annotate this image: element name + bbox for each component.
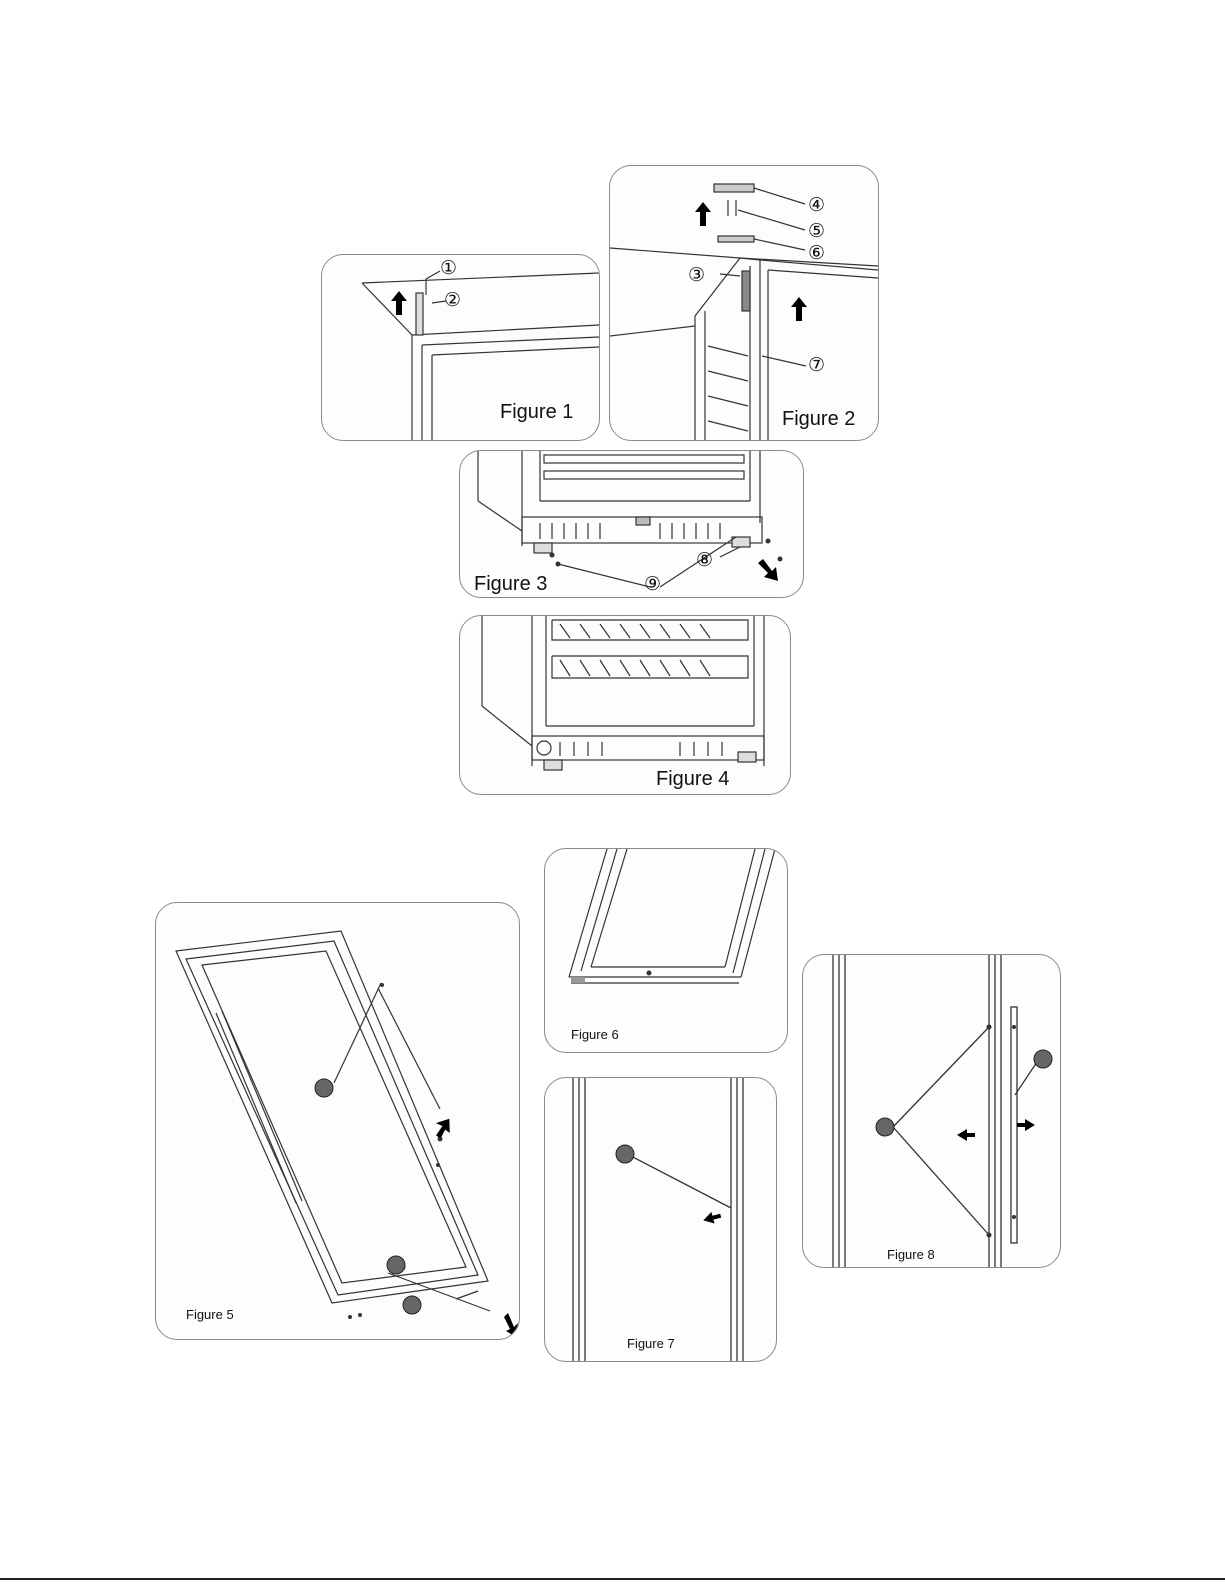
figure-5-panel: Figure 5 <box>155 902 520 1340</box>
figure-8-drawing <box>803 955 1060 1267</box>
figure-5-drawing <box>156 903 519 1339</box>
callout-4: ④ <box>808 194 825 217</box>
callout-9: ⑨ <box>644 573 661 596</box>
figure-8-caption: Figure 8 <box>887 1247 935 1262</box>
callout-2: ② <box>444 289 461 312</box>
figure-4-caption: Figure 4 <box>656 768 729 791</box>
page-bottom-rule <box>0 1578 1225 1580</box>
callout-8: ⑧ <box>696 549 713 572</box>
figure-7-drawing <box>545 1078 776 1361</box>
figure-3-panel: ⑧ ⑨ Figure 3 <box>459 450 804 598</box>
figure-8-panel: Figure 8 <box>802 954 1061 1268</box>
figure-7-caption: Figure 7 <box>627 1336 675 1351</box>
figure-6-caption: Figure 6 <box>571 1027 619 1042</box>
figure-7-panel: Figure 7 <box>544 1077 777 1362</box>
callout-7: ⑦ <box>808 354 825 377</box>
figure-2-panel: ④ ⑤ ⑥ ③ ⑦ Figure 2 <box>609 165 879 441</box>
figure-1-panel: ① ② Figure 1 <box>321 254 600 441</box>
figure-4-drawing <box>460 616 790 794</box>
figure-5-caption: Figure 5 <box>186 1307 234 1322</box>
figure-6-panel: Figure 6 <box>544 848 788 1053</box>
callout-5: ⑤ <box>808 220 825 243</box>
callout-3: ③ <box>688 264 705 287</box>
callout-1: ① <box>440 257 457 280</box>
callout-6: ⑥ <box>808 242 825 265</box>
figure-6-drawing <box>545 849 787 1052</box>
figure-2-caption: Figure 2 <box>782 408 855 431</box>
figure-2-drawing <box>610 166 878 440</box>
figure-4-panel: Figure 4 <box>459 615 791 795</box>
figure-3-caption: Figure 3 <box>474 573 547 596</box>
figure-1-caption: Figure 1 <box>500 401 573 424</box>
